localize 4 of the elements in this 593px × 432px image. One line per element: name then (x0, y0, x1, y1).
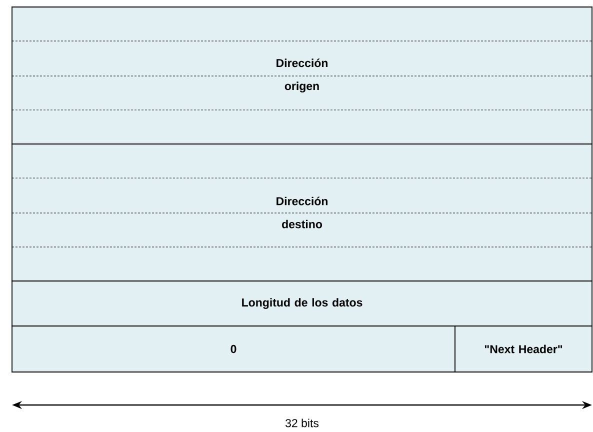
dimension-label: 32 bits (286, 418, 319, 428)
field-box: "Next Header" (454, 326, 592, 372)
node-label: 0 (230, 344, 236, 354)
field-box: Dirección origen (12, 6, 592, 144)
